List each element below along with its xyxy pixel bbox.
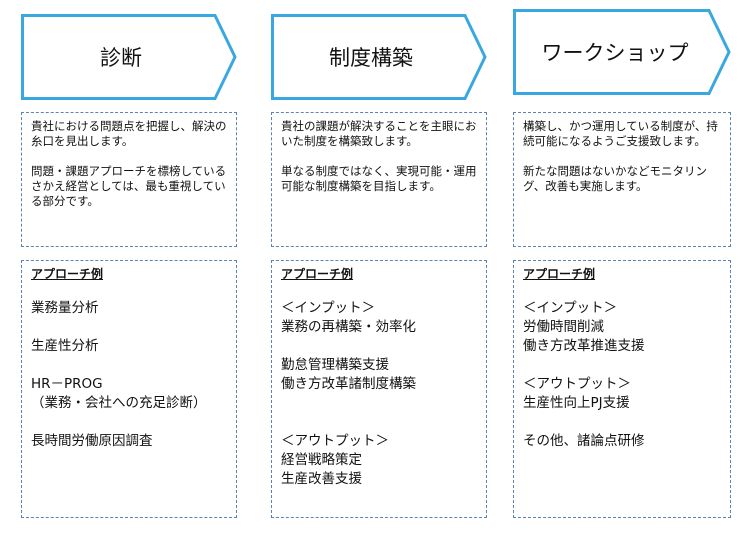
column-title: 制度構築 bbox=[329, 46, 413, 70]
approach-item: HR－PROG bbox=[31, 376, 103, 392]
arrow-shape-diagnosis: 診断 bbox=[21, 14, 237, 100]
approach-item: その他、諸論点研修 bbox=[523, 433, 645, 449]
approach-item: 生産性分析 bbox=[31, 338, 99, 354]
description-paragraph: 新たな問題はないかなどモニタリング、改善も実施します。 bbox=[523, 164, 707, 193]
description-paragraph: 問題・課題アプローチを標榜しているさかえ経営としては、最も重視している部分です。 bbox=[31, 164, 227, 208]
chevron-arrow-icon bbox=[21, 14, 237, 100]
chevron-arrow-icon bbox=[513, 9, 731, 95]
approach-item: 長時間労働原因調査 bbox=[31, 433, 153, 449]
approach-item: ＜インプット＞ bbox=[281, 300, 376, 316]
approach-heading: アプローチ例 bbox=[31, 267, 104, 281]
approach-item: 労働時間削減 bbox=[523, 319, 604, 335]
approach-item: 勤怠管理構築支援 bbox=[281, 357, 389, 373]
description-box: 貴社における問題点を把握し、解決の糸口を見出します。 問題・課題アプローチを標榜… bbox=[21, 112, 237, 247]
description-paragraph: 貴社における問題点を把握し、解決の糸口を見出します。 bbox=[31, 119, 227, 148]
approach-item: 働き方改革諸制度構築 bbox=[281, 376, 416, 392]
approach-box: アプローチ例 業務量分析 生産性分析 HR－PROG （業務・会社への充足診断）… bbox=[21, 260, 237, 518]
approach-item: 生産改善支援 bbox=[281, 471, 362, 487]
arrow-shape-system-building: 制度構築 bbox=[271, 14, 487, 100]
description-paragraph: 貴社の課題が解決することを主眼においた制度を構築致します。 bbox=[281, 119, 477, 148]
chevron-arrow-icon bbox=[271, 14, 487, 100]
approach-item: 働き方改革推進支援 bbox=[523, 338, 645, 354]
column-title: ワークショップ bbox=[541, 41, 689, 65]
approach-heading: アプローチ例 bbox=[523, 267, 596, 281]
approach-item: ＜アウトプット＞ bbox=[281, 433, 389, 449]
description-paragraph: 構築し、かつ運用している制度が、持続可能になるようご支援致します。 bbox=[523, 119, 718, 148]
arrow-shape-workshop: ワークショップ bbox=[513, 9, 731, 95]
column-title: 診断 bbox=[100, 46, 142, 70]
approach-item: 経営戦略策定 bbox=[281, 452, 362, 468]
description-paragraph: 単なる制度ではなく、実現可能・運用可能な制度構築を目指します。 bbox=[281, 164, 477, 193]
approach-item: ＜アウトプット＞ bbox=[523, 376, 631, 392]
approach-box: アプローチ例 ＜インプット＞ 労働時間削減 働き方改革推進支援 ＜アウトプット＞… bbox=[513, 260, 731, 518]
description-box: 貴社の課題が解決することを主眼においた制度を構築致します。 単なる制度ではなく、… bbox=[271, 112, 487, 247]
approach-item: ＜インプット＞ bbox=[523, 300, 618, 316]
approach-item: 業務量分析 bbox=[31, 300, 99, 316]
approach-item: （業務・会社への充足診断） bbox=[31, 395, 207, 411]
approach-item: 業務の再構築・効率化 bbox=[281, 319, 416, 335]
description-box: 構築し、かつ運用している制度が、持続可能になるようご支援致します。 新たな問題は… bbox=[513, 112, 731, 247]
approach-heading: アプローチ例 bbox=[281, 267, 354, 281]
approach-item: 生産性向上PJ支援 bbox=[523, 395, 630, 411]
approach-box: アプローチ例 ＜インプット＞ 業務の再構築・効率化 勤怠管理構築支援 働き方改革… bbox=[271, 260, 487, 518]
